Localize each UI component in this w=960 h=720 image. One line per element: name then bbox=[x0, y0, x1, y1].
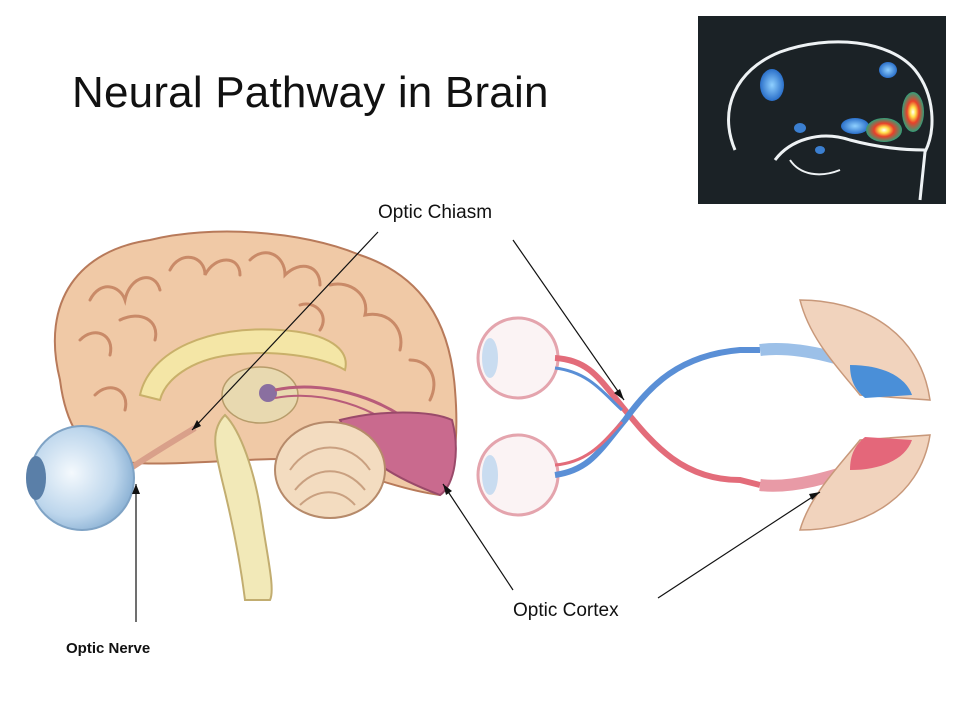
label-optic-cortex: Optic Cortex bbox=[513, 600, 619, 621]
slide-title: Neural Pathway in Brain bbox=[72, 68, 549, 117]
pointer-line-chiasm-schematic bbox=[512, 239, 625, 401]
visual-pathway-schematic bbox=[476, 299, 931, 531]
brain-scan-image bbox=[698, 16, 946, 204]
pointer-line-cortex-schematic bbox=[657, 491, 821, 599]
brain-sagittal-illustration bbox=[26, 230, 458, 601]
label-pointers bbox=[132, 231, 821, 622]
pointer-line-chiasm-brain bbox=[191, 231, 379, 431]
label-optic-chiasm: Optic Chiasm bbox=[378, 202, 493, 223]
pointer-line-cortex-brain bbox=[442, 483, 514, 591]
label-optic-nerve: Optic Nerve bbox=[66, 640, 151, 657]
